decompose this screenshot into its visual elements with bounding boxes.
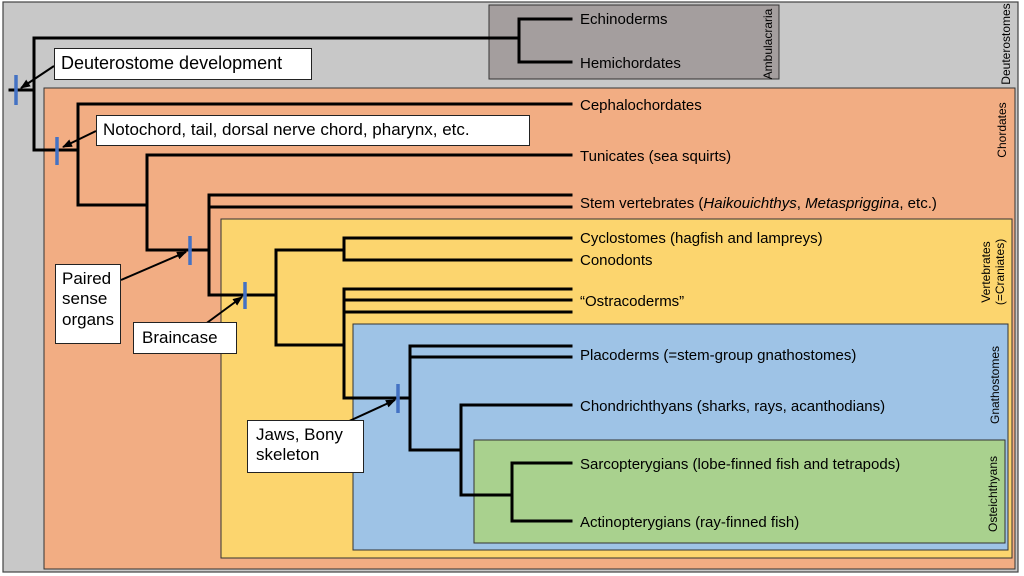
callout-jaws-line2: skeleton	[256, 445, 320, 465]
callout-deuterostome-development: Deuterostome development	[54, 48, 312, 80]
label-deuterostomes: Deuterostomes	[999, 3, 1013, 84]
label-conodonts: Conodonts	[580, 252, 653, 269]
label-stem-vertebrates: Stem vertebrates (Haikouichthys, Metaspr…	[580, 195, 937, 212]
callout-jaws-bony-skeleton: Jaws, Bony skeleton	[247, 420, 364, 473]
label-osteichthyans: Osteichthyans	[986, 456, 1000, 532]
callout-deuterostome-development-text: Deuterostome development	[61, 53, 283, 73]
callout-paired-line2: sense	[62, 289, 108, 309]
taxon-labels: Echinoderms Hemichordates Cephalochordat…	[580, 11, 937, 531]
label-cephalochordates: Cephalochordates	[580, 97, 702, 114]
label-sarcopterygians: Sarcopterygians (lobe-finned fish and te…	[580, 456, 900, 473]
callout-notochord-text: Notochord, tail, dorsal nerve chord, pha…	[103, 120, 470, 139]
callout-notochord: Notochord, tail, dorsal nerve chord, pha…	[96, 115, 530, 146]
callout-braincase: Braincase	[133, 322, 237, 354]
tree-branches	[8, 17, 573, 523]
label-ambulacraria: Ambulacraria	[761, 8, 775, 79]
label-craniates: (=Craniates)	[993, 239, 1007, 305]
osteichthyans-box	[473, 439, 1006, 544]
label-vertebrates: Vertebrates	[979, 241, 993, 302]
callout-braincase-text: Braincase	[142, 328, 218, 347]
label-placoderms: Placoderms (=stem-group gnathostomes)	[580, 347, 856, 364]
label-tunicates: Tunicates (sea squirts)	[580, 148, 731, 165]
callout-paired-sense-organs: Paired sense organs	[55, 264, 121, 344]
arrow-deuterostome-development	[20, 65, 55, 89]
group-labels: Deuterostomes Ambulacraria Chordates Ver…	[761, 3, 1013, 532]
arrow-notochord	[62, 130, 97, 148]
arrow-braincase	[203, 296, 243, 326]
label-actinopterygians: Actinopterygians (ray-finned fish)	[580, 514, 799, 531]
ambulacraria-box	[488, 4, 780, 80]
callout-jaws-line1: Jaws, Bony	[256, 425, 343, 444]
label-gnathostomes: Gnathostomes	[988, 346, 1002, 424]
label-ostracoderms: “Ostracoderms”	[580, 293, 684, 310]
synapomorphy-markers	[14, 75, 400, 413]
label-cyclostomes: Cyclostomes (hagfish and lampreys)	[580, 230, 823, 247]
callout-paired-line1: Paired	[62, 269, 112, 288]
callout-paired-line3: organs	[62, 309, 114, 329]
label-echinoderms: Echinoderms	[580, 11, 668, 28]
label-hemichordates: Hemichordates	[580, 55, 681, 72]
label-chordates: Chordates	[995, 102, 1009, 157]
arrow-paired-sense-organs	[120, 251, 187, 281]
label-chondrichthyans: Chondrichthyans (sharks, rays, acanthodi…	[580, 398, 885, 415]
